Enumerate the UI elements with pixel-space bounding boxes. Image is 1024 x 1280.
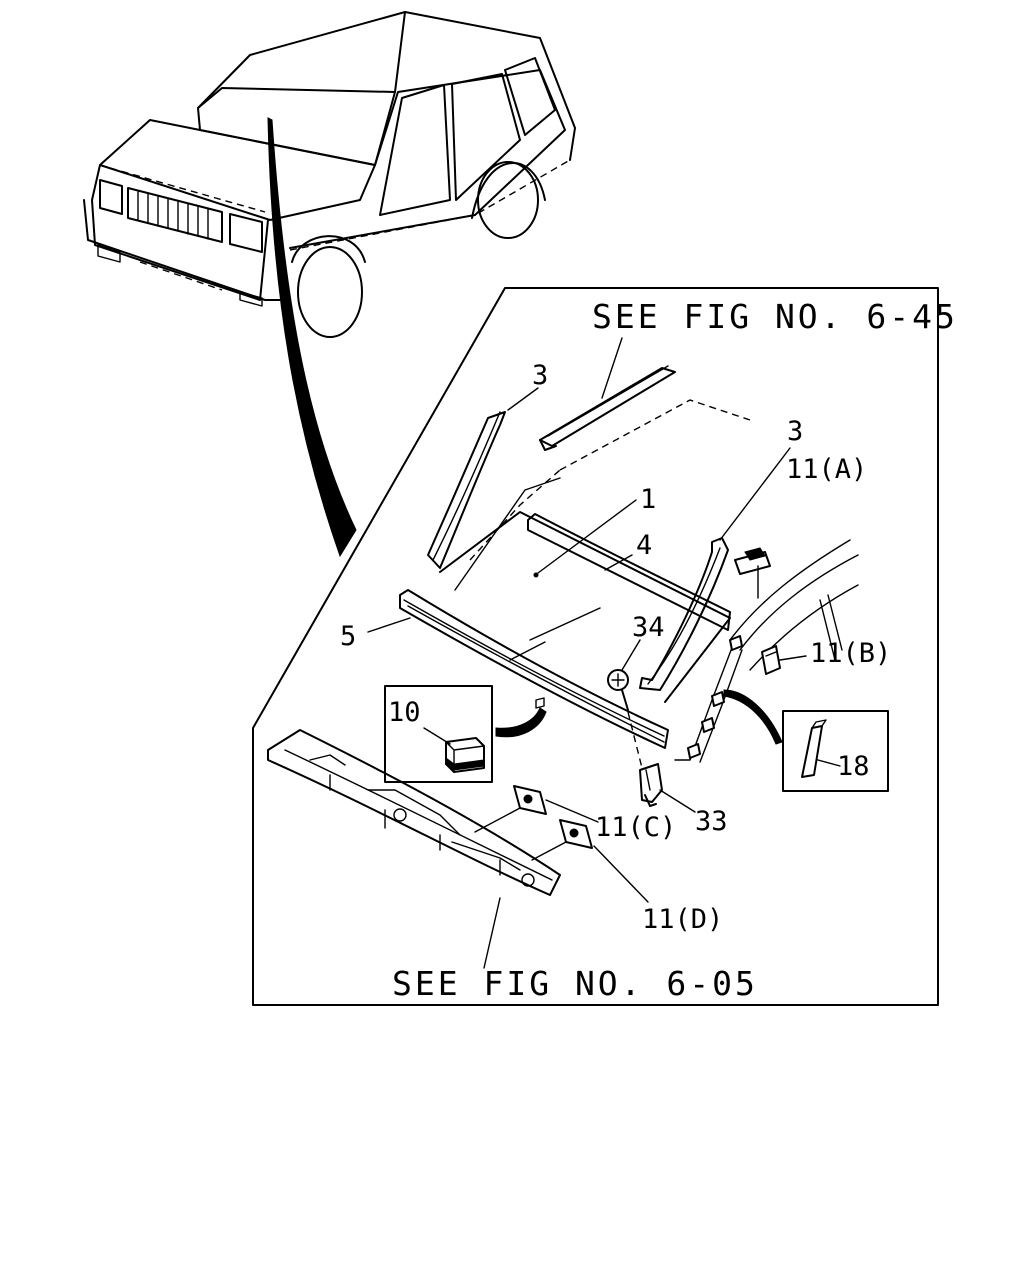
leader-11d-panel xyxy=(531,841,567,861)
inset-10-arrow xyxy=(495,707,547,738)
vehicle-overview xyxy=(83,11,576,338)
clip-11d xyxy=(559,819,593,849)
leader-5 xyxy=(367,617,411,633)
leader-1 xyxy=(537,499,637,574)
leader-4 xyxy=(604,554,633,571)
callout-11a: 11(A) xyxy=(786,454,867,485)
roof-rail xyxy=(539,365,676,451)
detail-pointer-arrow xyxy=(267,117,357,558)
reference-label-bottom: SEE FIG NO. 6-05 xyxy=(392,964,758,1003)
leader-roof-rail xyxy=(601,337,623,399)
callout-34: 34 xyxy=(632,612,665,643)
pillar-moulding-left xyxy=(427,411,506,569)
inset-18-arrow xyxy=(723,689,783,745)
rear-wheel xyxy=(471,161,546,239)
callout-11b: 11(B) xyxy=(810,638,891,669)
leader-3-left xyxy=(507,387,539,411)
leader-3-right xyxy=(719,447,791,541)
callout-11c: 11(C) xyxy=(595,812,676,843)
callout-1: 1 xyxy=(640,484,656,515)
leader-11b xyxy=(779,655,807,661)
callout-4: 4 xyxy=(636,530,652,561)
callout-10: 10 xyxy=(388,697,421,728)
callout-3-left: 3 xyxy=(532,360,548,391)
clip-11b xyxy=(761,645,781,675)
clip-11c xyxy=(513,785,547,815)
leader-11c xyxy=(545,799,599,823)
leader-33 xyxy=(659,789,696,813)
inset-18 xyxy=(782,710,889,792)
callout-3-right: 3 xyxy=(787,416,803,447)
leader-cowl-panel xyxy=(483,897,501,969)
leader-34 xyxy=(621,639,641,671)
upper-moulding xyxy=(527,513,731,631)
grille xyxy=(127,187,223,243)
front-wheel xyxy=(291,235,366,338)
pillar-moulding-right xyxy=(639,537,729,691)
leader-11c-panel xyxy=(474,807,521,833)
clip-11a xyxy=(734,547,771,575)
windshield-glass xyxy=(439,511,731,703)
callout-18: 18 xyxy=(837,751,870,782)
callout-33: 33 xyxy=(695,806,728,837)
bracket-33 xyxy=(639,763,663,807)
cowl-panel xyxy=(267,729,561,896)
reference-label-top: SEE FIG NO. 6-45 xyxy=(592,297,958,336)
leader-11d xyxy=(593,845,649,903)
detail-frame xyxy=(252,287,939,1006)
callout-5: 5 xyxy=(340,621,356,652)
screw-34 xyxy=(607,669,646,781)
callout-11d: 11(D) xyxy=(642,904,723,935)
body-opening xyxy=(674,539,859,763)
inset-10 xyxy=(384,685,493,783)
